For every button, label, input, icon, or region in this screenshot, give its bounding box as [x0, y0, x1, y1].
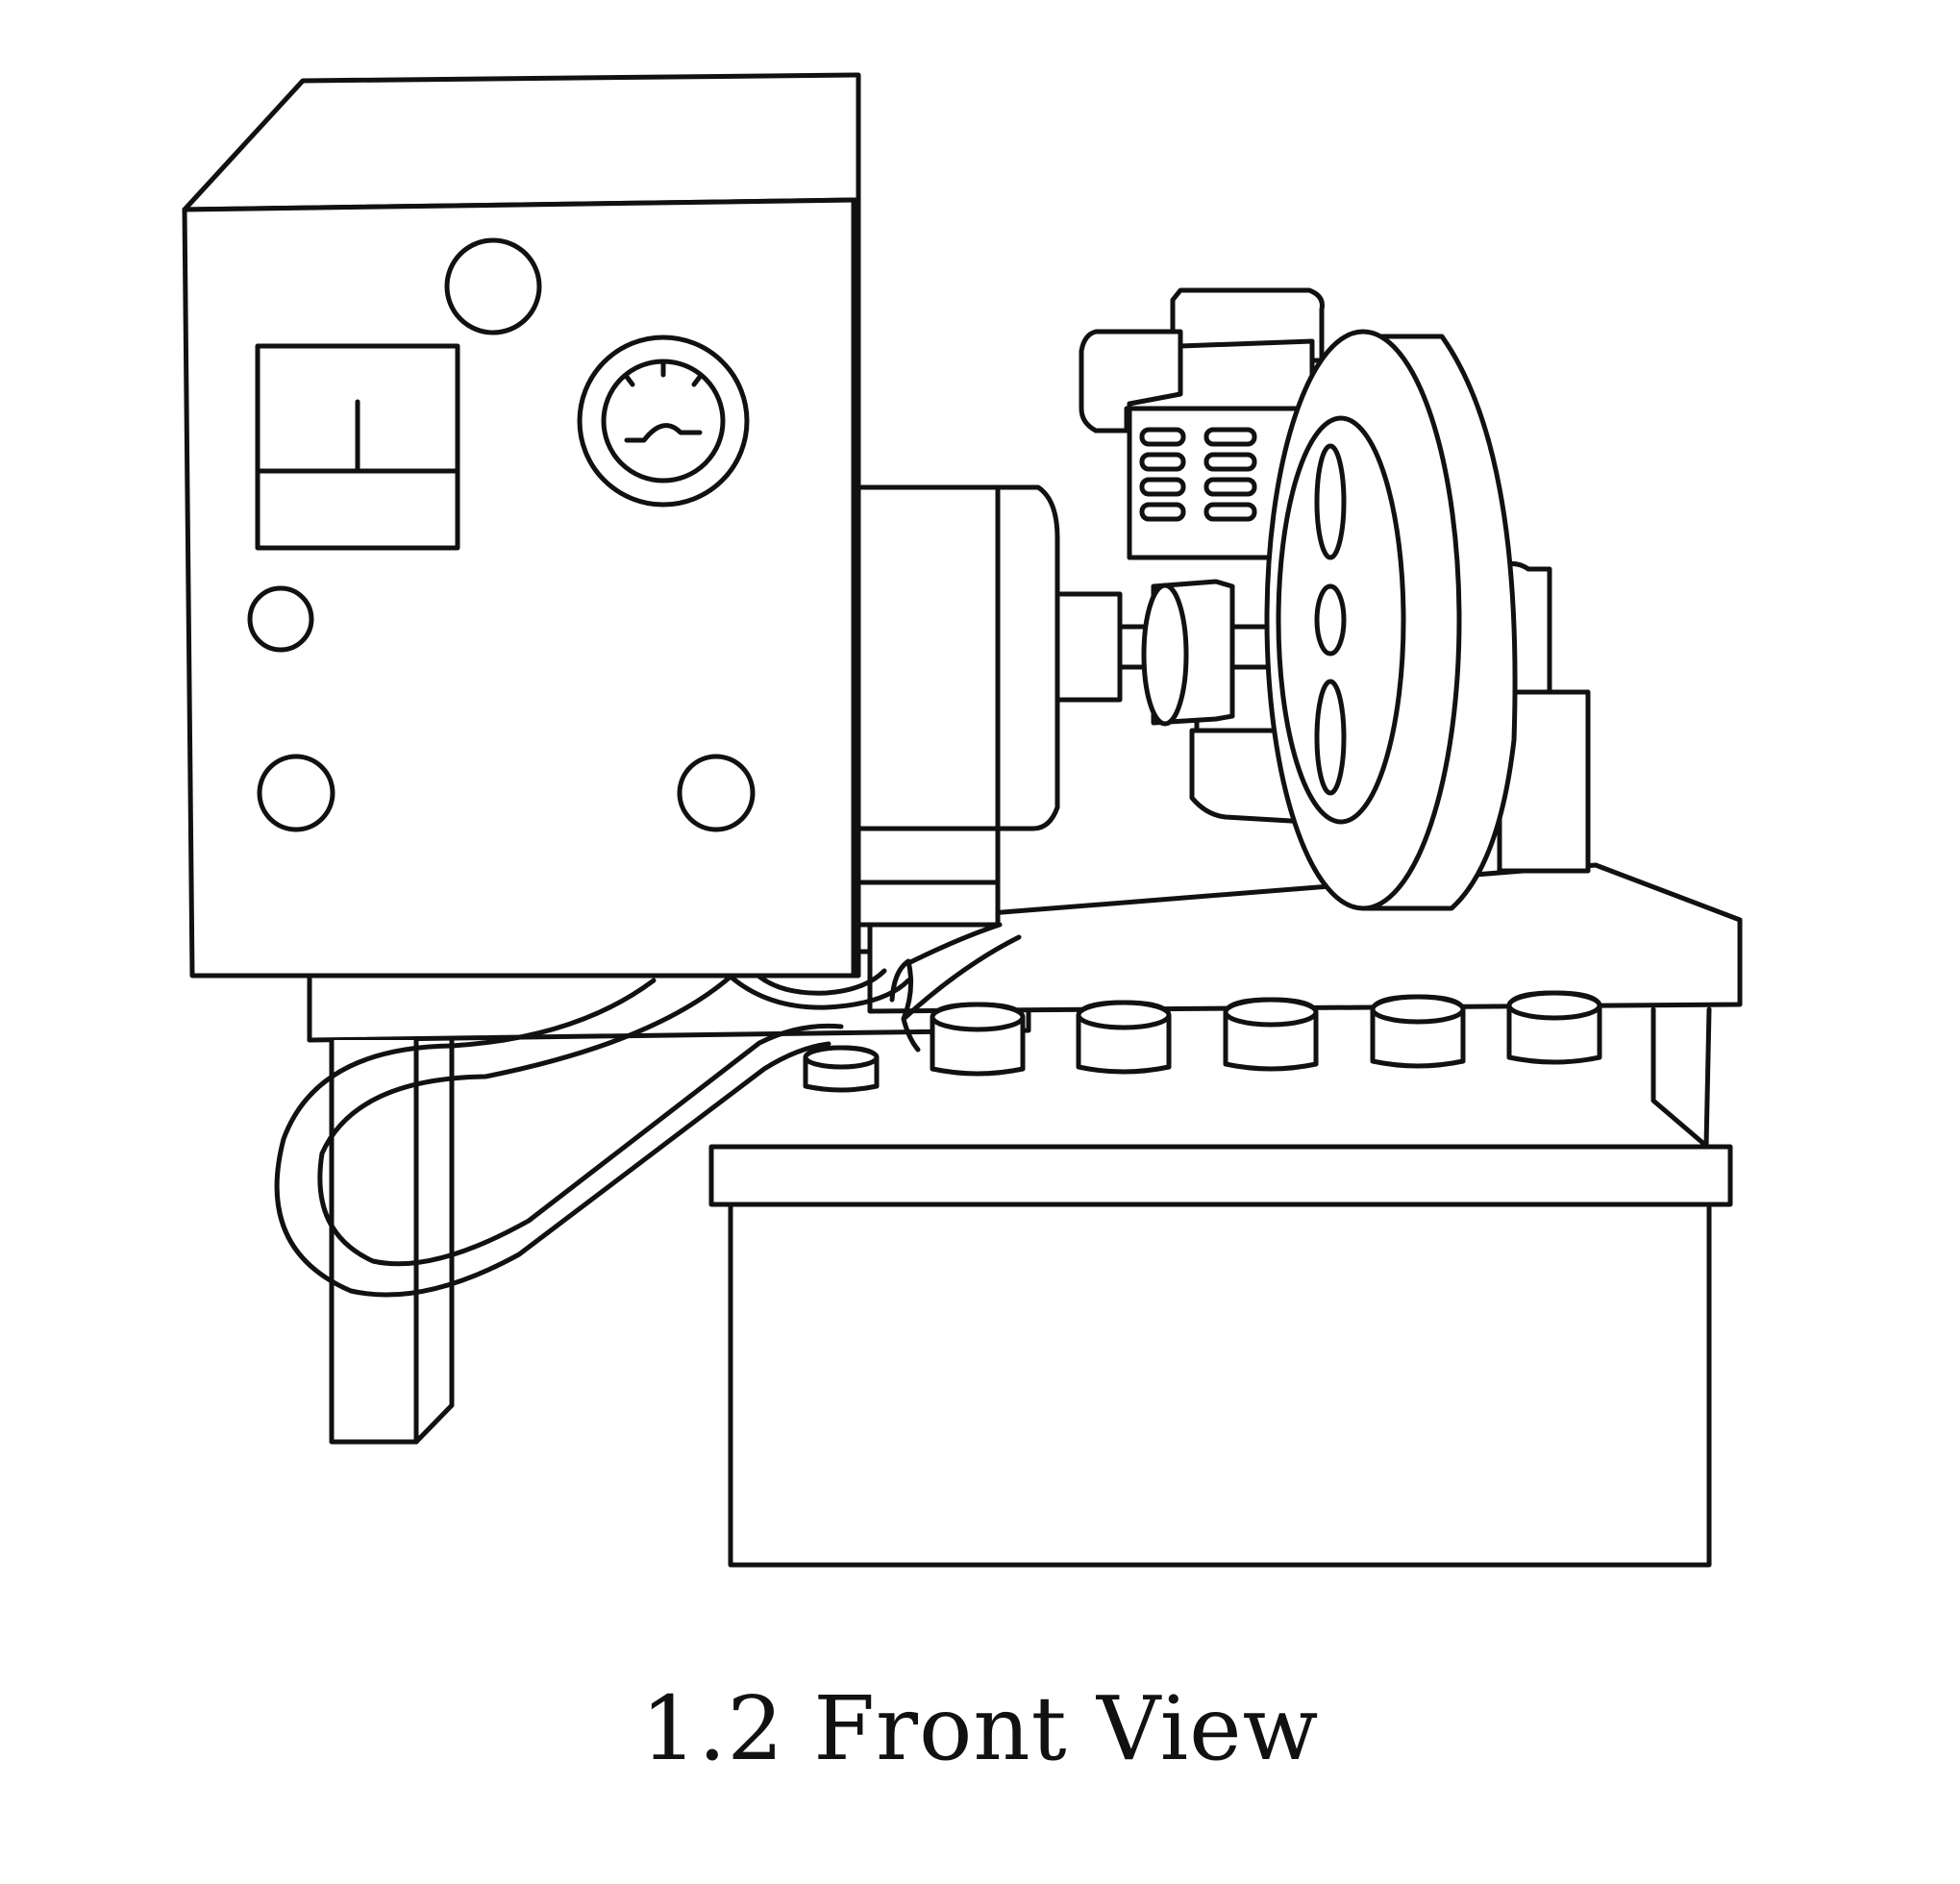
cables [274, 922, 1022, 1298]
generator-motor [853, 484, 1060, 928]
control-panel-components [247, 237, 756, 832]
battery-terminals [803, 990, 1602, 1093]
flywheel [1264, 329, 1518, 911]
shaft-coupling [1054, 579, 1351, 733]
engine-block [1079, 287, 1325, 825]
bottom-right-knob [677, 754, 756, 832]
gauge [577, 335, 750, 508]
top-button [444, 237, 542, 335]
battery [708, 1144, 1733, 1568]
figure-caption: 1.2 Front View [640, 1677, 1320, 1780]
bottom-left-knob [257, 754, 335, 832]
left-indicator [247, 585, 314, 653]
